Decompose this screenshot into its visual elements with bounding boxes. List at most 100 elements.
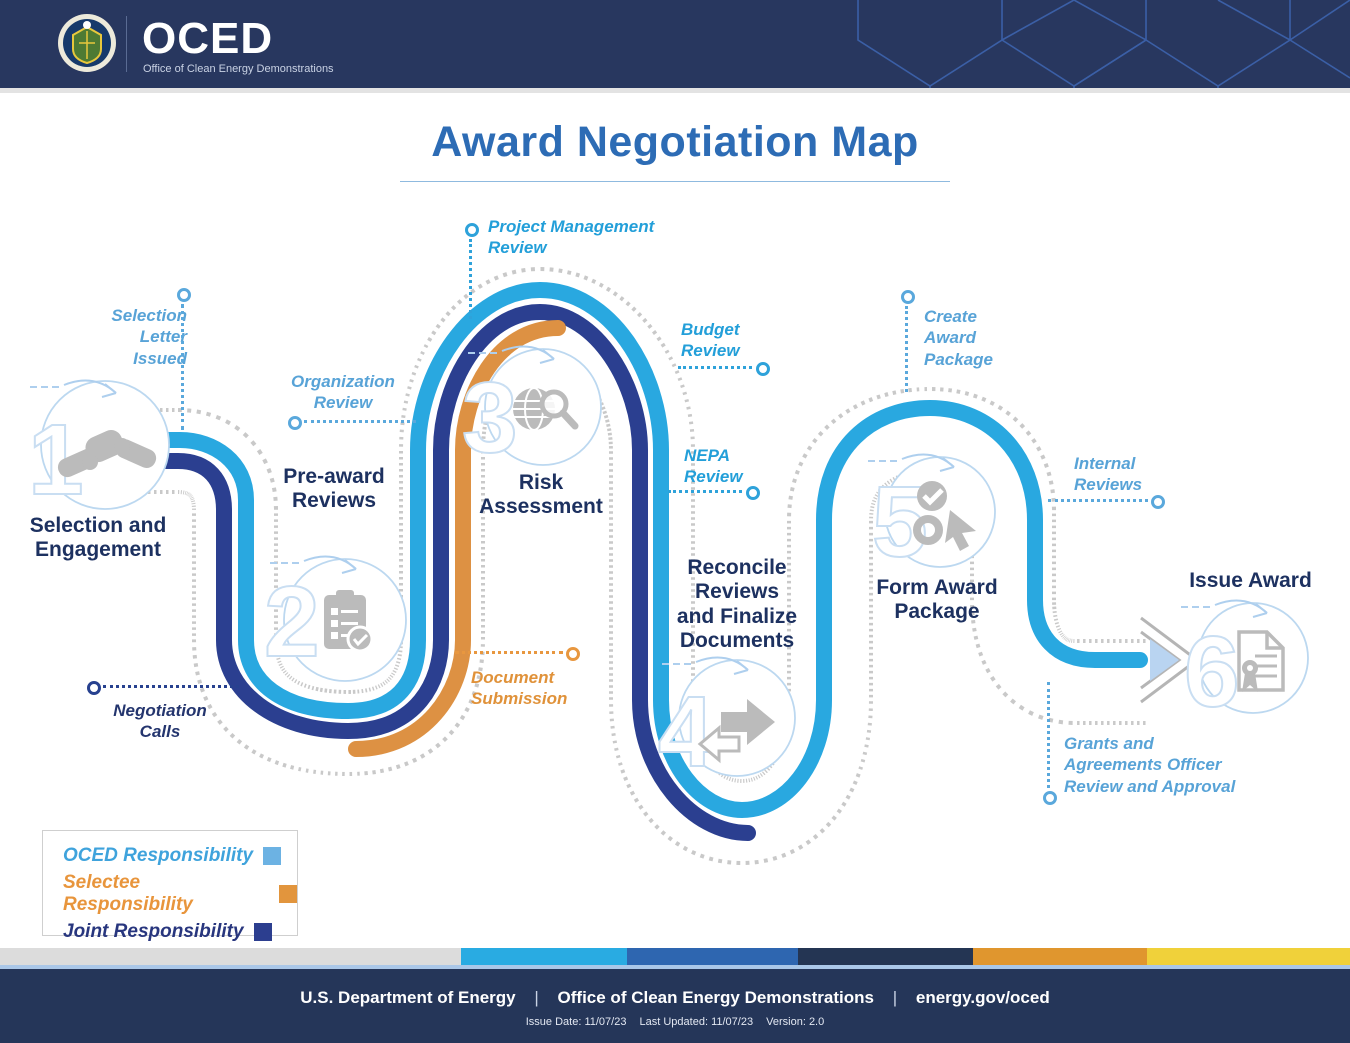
callout-create-award-package: Create Award Package [924, 307, 993, 369]
brand-wordmark: OCED [142, 14, 274, 63]
legend-box: OCED Responsibility Selectee Responsibil… [42, 830, 298, 942]
step1-arrow-swoosh [30, 379, 117, 398]
callout-grants-officer-review: Grants and Agreements Officer Review and… [1064, 734, 1236, 796]
step6-arrow-swoosh [1181, 599, 1268, 618]
step4-label: Reconcile Reviews and Finalize Documents [676, 556, 798, 653]
step5-label: Form Award Package [876, 576, 998, 624]
step5-number: 5 [872, 466, 928, 578]
step4-circle [678, 659, 796, 777]
legend-item-joint: Joint Responsibility [63, 921, 297, 943]
step1-label: Selection and Engagement [29, 514, 167, 562]
legend-selectee-swatch [279, 885, 297, 903]
header-edge-line [0, 88, 1350, 93]
internal-reviews-leader [1048, 499, 1148, 502]
footer-last-updated: Last Updated: 11/07/23 [639, 1016, 754, 1028]
document-submission-leader [455, 651, 563, 654]
step1-circle [40, 380, 170, 510]
legend-selectee-label: Selectee Responsibility [63, 872, 193, 915]
callout-nepa-review: NEPA Review [684, 446, 743, 487]
doe-seal [58, 14, 116, 72]
callout-organization-review: Organization Review [291, 372, 395, 413]
globe-magnifier-icon [513, 387, 579, 431]
certificate-document-icon [1237, 630, 1285, 692]
legend-oced-swatch [263, 847, 282, 865]
legend-joint-swatch [253, 923, 272, 941]
footer-site-link[interactable]: energy.gov/oced [915, 988, 1050, 1007]
grants-officer-leader [1047, 682, 1050, 788]
internal-reviews-marker [1151, 495, 1165, 509]
step4-arrow-swoosh [662, 656, 749, 675]
footer-version: Version: 2.0 [766, 1016, 825, 1028]
negotiation-calls-marker [87, 681, 101, 695]
organization-review-marker [288, 416, 302, 430]
step5-circle [884, 456, 996, 568]
joint-responsibility-lane [140, 303, 756, 841]
stripe-gray [0, 948, 461, 965]
step6-number: 6 [1184, 616, 1240, 728]
document-submission-marker [566, 647, 580, 661]
footer-separator: | [534, 988, 539, 1007]
budget-review-leader [678, 366, 752, 369]
header-bar: OCED Office of Clean Energy Demonstratio… [0, 0, 1350, 88]
callout-internal-reviews: Internal Reviews [1074, 454, 1143, 495]
callout-project-management-review: Project Management Review [488, 217, 655, 258]
brand-tagline: Office of Clean Energy Demonstrations [143, 63, 334, 75]
callout-selection-letter-issued: Selection Letter Issued [111, 306, 187, 368]
project-management-leader [469, 239, 472, 319]
title-underline [400, 181, 950, 182]
legend-item-selectee: Selectee Responsibility [63, 872, 297, 916]
header-divider [126, 16, 127, 72]
create-award-marker [901, 290, 915, 304]
handshake-icon [57, 430, 157, 478]
callout-negotiation-calls: Negotiation Calls [113, 701, 207, 742]
step3-number: 3 [462, 362, 518, 474]
selection-letter-leader [181, 304, 184, 430]
stripe-navy [798, 948, 973, 965]
step4-number: 4 [658, 676, 714, 788]
footer-meta-line: Issue Date: 11/07/23 Last Updated: 11/07… [0, 1016, 1350, 1028]
step1-number: 1 [28, 404, 84, 516]
step2-arrow-swoosh [270, 555, 357, 574]
clipboard-check-icon [324, 590, 374, 653]
stripe-orange [973, 948, 1147, 965]
stripe-blue [627, 948, 798, 965]
step6-label: Issue Award [1189, 569, 1312, 592]
page-title: Award Negotiation Map [431, 118, 919, 166]
footer-color-stripe [0, 948, 1350, 965]
opposing-arrows-icon [697, 699, 775, 764]
callout-budget-review: Budget Review [681, 320, 740, 361]
organization-review-leader [304, 420, 416, 423]
footer-issue-date: Issue Date: 11/07/23 [525, 1016, 627, 1028]
hexagon-pattern [857, 0, 1350, 88]
legend-oced-label: OCED Responsibility [63, 845, 254, 866]
footer-separator: | [892, 988, 898, 1007]
check-cursor-icon [913, 481, 976, 551]
step3-label: Risk Assessment [479, 471, 603, 519]
budget-review-marker [756, 362, 770, 376]
nepa-review-leader [668, 490, 742, 493]
create-award-leader [905, 306, 908, 392]
selection-letter-marker [177, 288, 191, 302]
step2-label: Pre-award Reviews [283, 465, 385, 513]
grants-officer-marker [1043, 791, 1057, 805]
step2-number: 2 [264, 566, 320, 678]
stripe-yellow [1147, 948, 1350, 965]
footer-bar: U.S. Department of Energy | Office of Cl… [0, 969, 1350, 1043]
legend-joint-label: Joint Responsibility [63, 921, 244, 942]
end-arrow-icon [1140, 616, 1200, 704]
footer-main-line: U.S. Department of Energy | Office of Cl… [0, 988, 1350, 1008]
callout-document-submission: Document Submission [471, 668, 568, 709]
legend-item-oced: OCED Responsibility [63, 845, 297, 867]
step6-circle [1197, 602, 1309, 714]
step3-circle [484, 348, 602, 466]
project-management-marker [465, 223, 479, 237]
step5-arrow-swoosh [868, 453, 955, 472]
footer-office: Office of Clean Energy Demonstrations [557, 988, 874, 1007]
nepa-review-marker [746, 486, 760, 500]
negotiation-calls-leader [103, 685, 239, 688]
step3-arrow-swoosh [468, 345, 555, 364]
step2-circle [283, 558, 407, 682]
footer-accent-line [0, 965, 1350, 969]
stripe-cyan [461, 948, 627, 965]
